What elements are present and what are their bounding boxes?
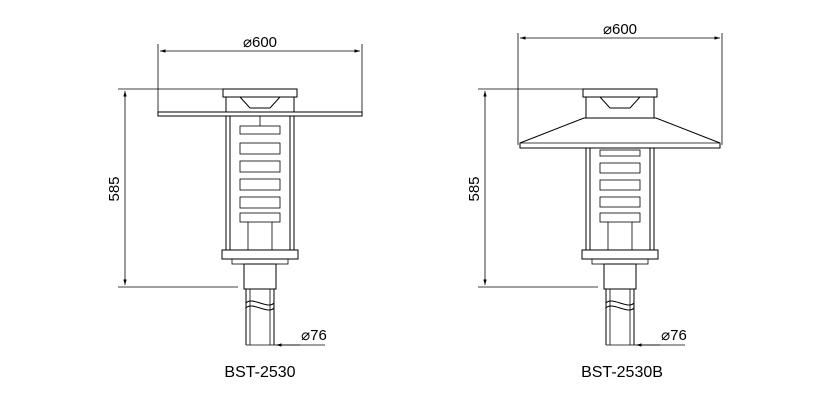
pole-dimension-1: ⌀76 xyxy=(246,327,327,347)
model-label-1: BST-2530 xyxy=(224,364,295,381)
width-dim-label-2: ⌀600 xyxy=(603,21,637,38)
height-dim-label-1: 585 xyxy=(106,176,123,201)
height-dimension-2: 585 xyxy=(466,88,598,288)
lamp-bst-2530b: ⌀600 585 xyxy=(466,21,723,381)
lamp-bst-2530: ⌀600 585 xyxy=(106,34,363,381)
pole-dimension-2: ⌀76 xyxy=(606,327,687,347)
width-dim-label-1: ⌀600 xyxy=(243,34,277,51)
width-dimension-1: ⌀600 xyxy=(157,34,363,116)
pole-dim-label-1: ⌀76 xyxy=(301,327,327,344)
height-dimension-1: 585 xyxy=(106,88,238,288)
pole-dim-label-2: ⌀76 xyxy=(661,327,687,344)
height-dim-label-2: 585 xyxy=(466,176,483,201)
model-label-2: BST-2530B xyxy=(581,364,663,381)
